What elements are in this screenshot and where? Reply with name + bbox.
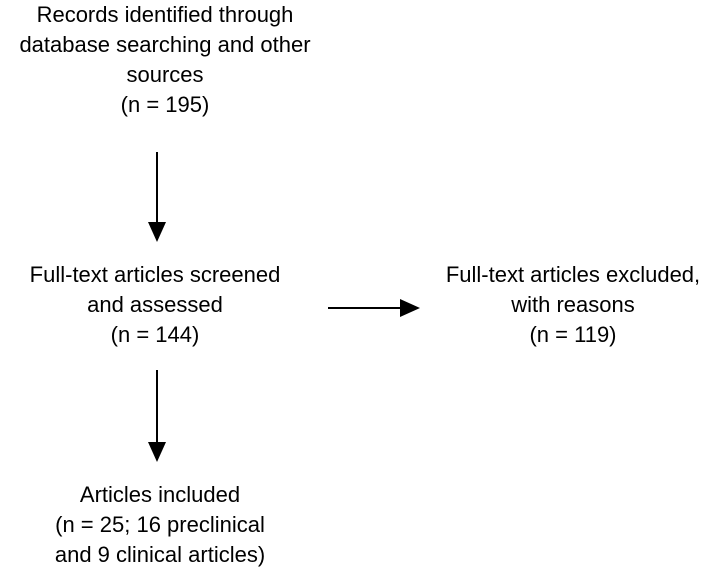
excluded-line-2: with reasons: [511, 292, 635, 317]
included-line-1: Articles included: [79, 482, 241, 507]
included-articles-node: Articles included (n = 25; 16 preclinica…: [40, 480, 280, 570]
records-line-2: database searching and other: [19, 32, 311, 57]
excluded-articles-node: Full-text articles excluded, with reason…: [420, 260, 726, 350]
records-line-3: sources: [126, 62, 204, 87]
screened-line-1: Full-text articles screened: [29, 262, 281, 287]
included-line-3: and 9 clinical articles): [54, 542, 266, 567]
excluded-count: (n = 119): [529, 322, 617, 347]
arrow-screened-to-excluded: [328, 299, 420, 317]
arrow-records-to-screened: [148, 152, 166, 242]
records-line-1: Records identified through: [36, 2, 294, 27]
records-identified-node: Records identified through database sear…: [0, 0, 330, 120]
included-line-2: (n = 25; 16 preclinical: [55, 512, 265, 537]
screened-count: (n = 144): [110, 322, 200, 347]
excluded-line-1: Full-text articles excluded,: [445, 262, 701, 287]
screened-line-2: and assessed: [87, 292, 223, 317]
records-count: (n = 195): [120, 92, 210, 117]
screened-articles-node: Full-text articles screened and assessed…: [0, 260, 310, 350]
arrow-screened-to-included: [148, 370, 166, 462]
